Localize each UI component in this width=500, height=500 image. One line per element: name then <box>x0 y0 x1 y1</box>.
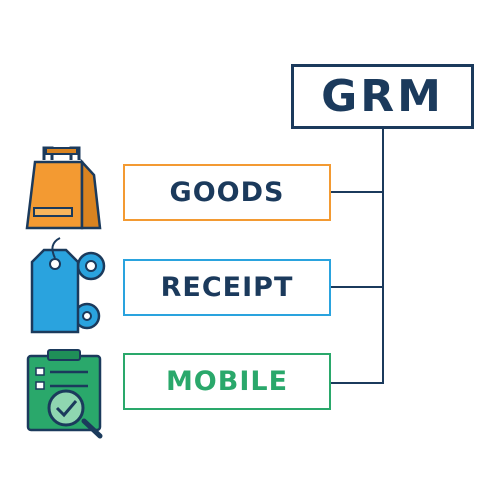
mobile-label: MOBILE <box>165 366 289 397</box>
receipt-box: RECEIPT <box>123 259 331 316</box>
title-box: GRM <box>291 64 474 129</box>
connector-trunk <box>331 129 384 384</box>
goods-label: GOODS <box>169 177 285 208</box>
goods-box: GOODS <box>123 164 331 221</box>
title-text: GRM <box>321 71 444 122</box>
mobile-box: MOBILE <box>123 353 331 410</box>
receipt-label: RECEIPT <box>160 272 294 303</box>
